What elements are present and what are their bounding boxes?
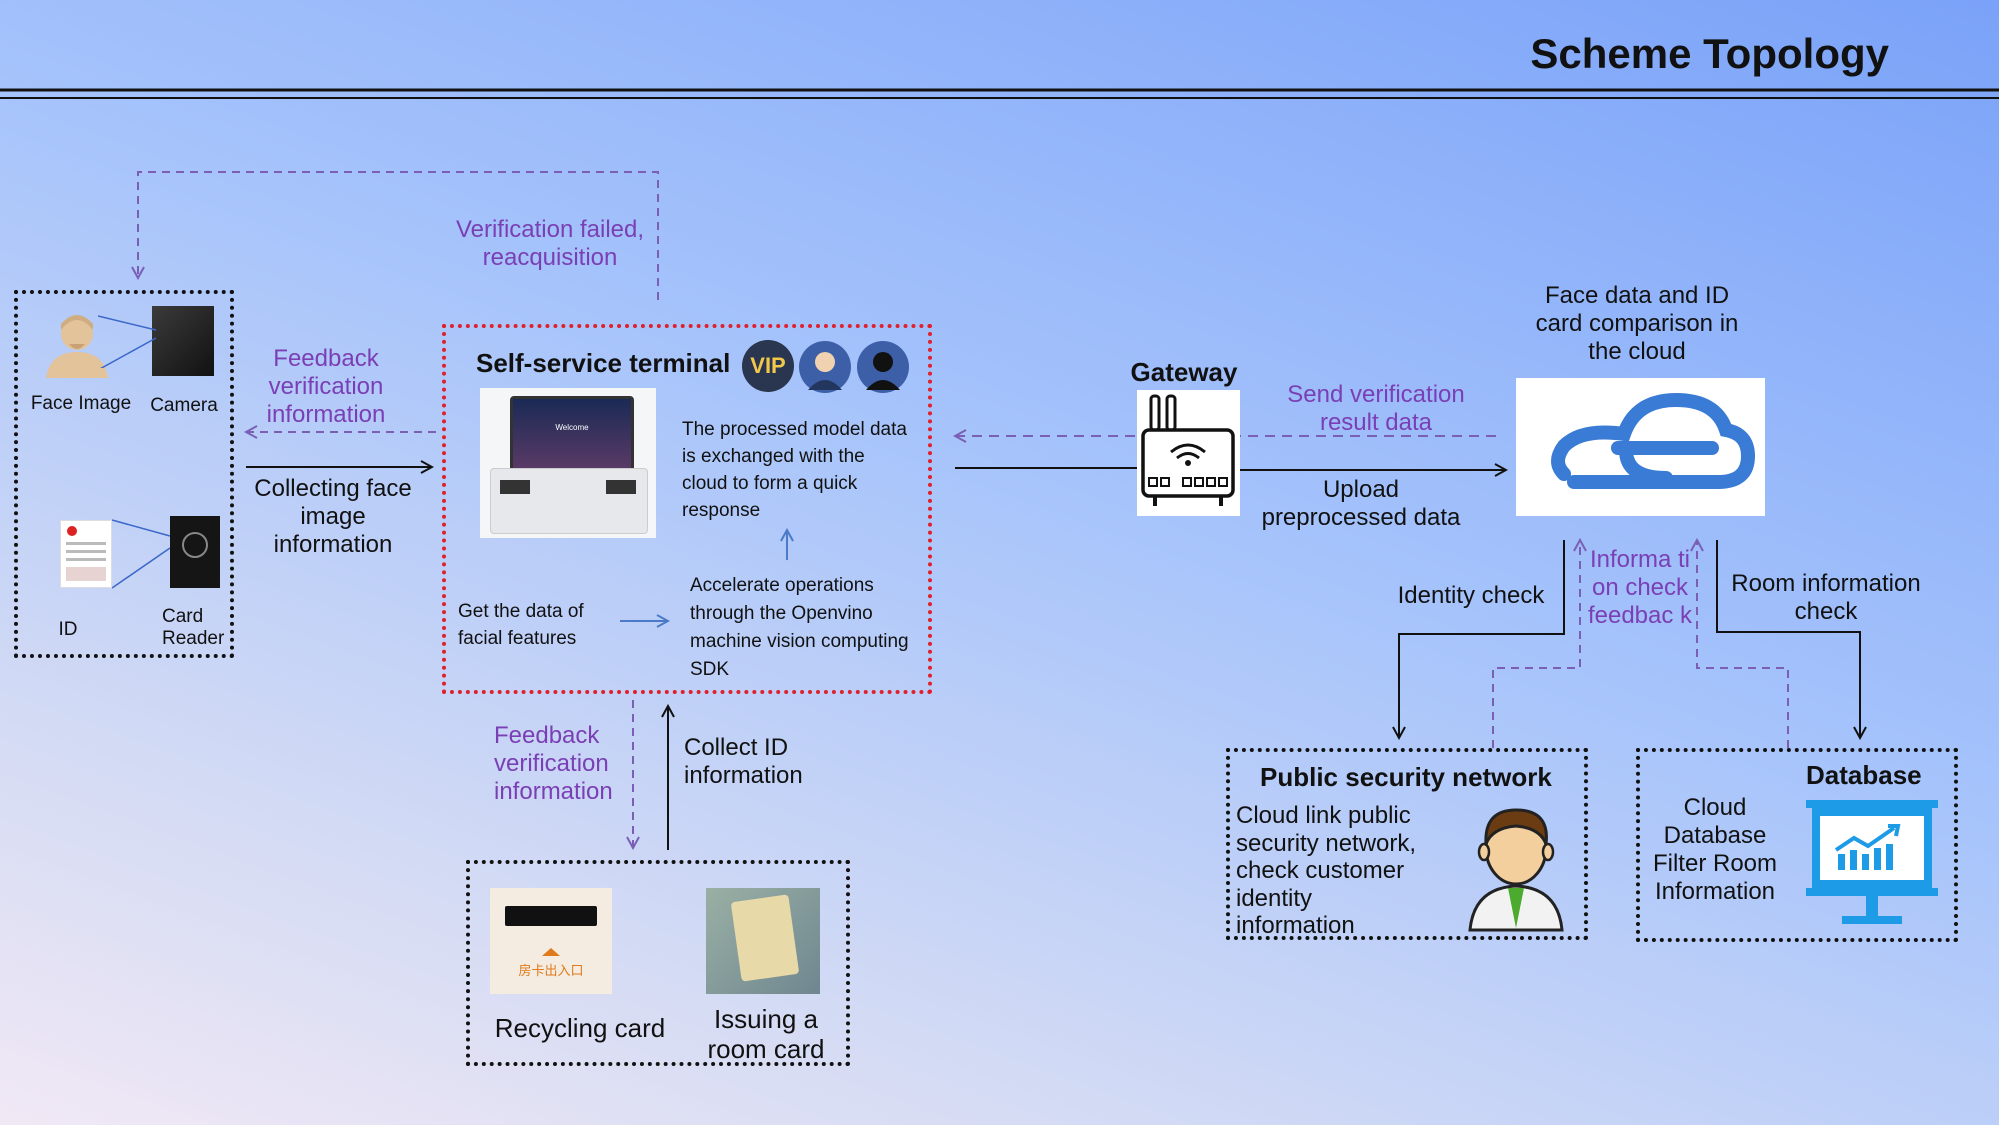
- identity-check-label: Identity check: [1397, 582, 1545, 609]
- camera-beam-lines: [98, 315, 157, 368]
- verification-failed-label: Verification failed, reacquisition: [455, 216, 645, 271]
- public-security-box: Public security network Cloud link publi…: [1226, 748, 1588, 940]
- room-information-check-label: Room information check: [1731, 570, 1921, 625]
- face-image-icon: [46, 315, 108, 378]
- camera-label: Camera: [150, 395, 218, 416]
- public-security-title: Public security network: [1260, 762, 1552, 792]
- upload-preprocessed-label: Upload preprocessed data: [1261, 476, 1461, 531]
- database-desc: Cloud Database Filter Room Information: [1652, 794, 1778, 905]
- id-card-icon: [60, 520, 112, 588]
- issuing-card-label: Issuing a room card: [707, 1004, 825, 1064]
- terminal-title: Self-service terminal: [476, 348, 731, 378]
- vip-icon: VIP: [742, 340, 794, 392]
- cloud-icon: [1551, 392, 1756, 489]
- person-icon: [1468, 808, 1564, 932]
- model-exchange-text: The processed model data is exchanged wi…: [682, 419, 907, 521]
- user-avatar-icon: [857, 341, 909, 393]
- staff-avatar-icon: [799, 341, 851, 393]
- cloud-label: Face data and ID card comparison in the …: [1535, 282, 1739, 365]
- send-verification-label: Send verification result data: [1287, 381, 1465, 436]
- information-check-feedback-label: Informa tion check feedbac k: [1587, 546, 1693, 629]
- card-slot-image: 房卡出入口: [490, 888, 612, 994]
- card-reader-icon: [170, 516, 220, 588]
- feedback-verification-label-bottom: Feedback verification information: [494, 722, 613, 805]
- accelerate-text: Accelerate operations through the Openvi…: [690, 575, 909, 680]
- card-reader-label: Card Reader: [162, 606, 225, 649]
- database-title: Database: [1806, 760, 1922, 790]
- recycling-card-label: Recycling card: [494, 1013, 666, 1043]
- collecting-face-label: Collecting face image information: [254, 475, 412, 558]
- get-features-text: Get the data of facial features: [458, 601, 584, 649]
- presentation-chart-icon: [1806, 800, 1938, 924]
- id-label: ID: [58, 619, 78, 640]
- public-security-desc: Cloud link public security network, chec…: [1236, 802, 1417, 939]
- capture-devices-box: Face Image Camera ID Card Reader: [14, 290, 234, 658]
- database-box: Database Cloud Database Filter Room Info…: [1636, 748, 1958, 942]
- card-devices-box: 房卡出入口 Recycling card Issuing a room card: [466, 860, 850, 1066]
- page-title: Scheme Topology: [1530, 30, 1889, 77]
- camera-icon: [152, 306, 214, 376]
- feedback-verification-label-top: Feedback verification information: [266, 345, 386, 428]
- collect-id-label: Collect ID information: [684, 734, 803, 789]
- cloud-box: [1516, 378, 1765, 516]
- kiosk-image: Welcome: [480, 388, 656, 538]
- gateway-label: Gateway: [1130, 357, 1238, 387]
- room-card-image: [706, 888, 820, 994]
- self-service-terminal-box: Self-service terminal VIP Welcome The pr…: [442, 324, 932, 694]
- card-reader-beam-lines: [112, 519, 171, 589]
- face-image-label: Face Image: [30, 393, 132, 414]
- gateway-icon: [1137, 390, 1240, 516]
